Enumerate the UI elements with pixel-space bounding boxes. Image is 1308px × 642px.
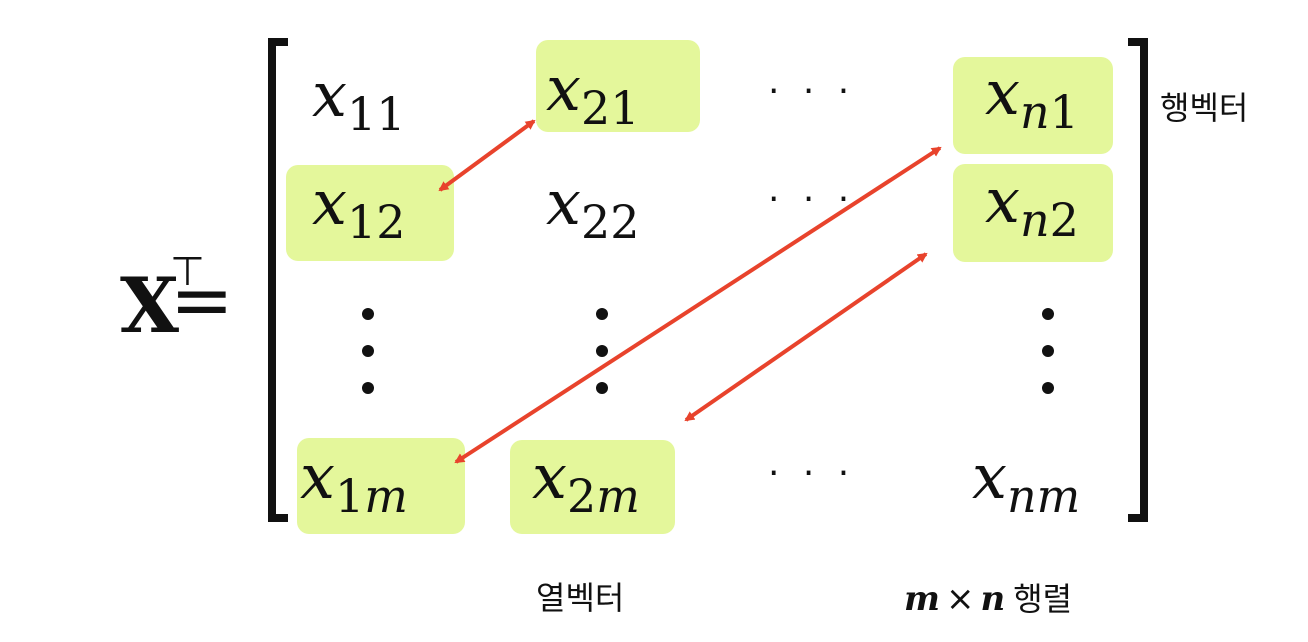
highlight-x21	[536, 40, 700, 132]
matrix-symbol: X	[120, 261, 179, 350]
cell-xn1: xn1	[985, 56, 1079, 139]
cell-xn2: xn2	[985, 164, 1079, 247]
column-vector-label: 열벡터	[536, 579, 625, 617]
left-bracket	[268, 38, 288, 522]
row-vector-label: 행벡터	[1160, 89, 1249, 127]
arrow-x12-x21	[438, 119, 536, 192]
vdots-col1	[362, 308, 376, 419]
highlight-xn2	[953, 164, 1113, 262]
arrow-x2m-xn2	[684, 252, 928, 422]
highlight-xn1	[953, 57, 1113, 154]
equals-sign: =	[170, 255, 234, 344]
cell-x12: x12	[312, 166, 406, 249]
arrow-x1m-xn1	[454, 146, 942, 464]
cell-x11: x11	[312, 58, 406, 141]
transpose-superscript: ⊤	[170, 250, 205, 294]
highlight-x12	[286, 165, 454, 261]
hdots-row1: · · ·	[768, 71, 856, 112]
cell-x21: x21	[546, 52, 640, 135]
vdots-coln	[1042, 308, 1056, 419]
highlight-x1m	[297, 438, 465, 534]
cell-x1m: x1m	[300, 440, 408, 523]
right-bracket	[1128, 38, 1148, 522]
cell-xnm: xnm	[972, 440, 1081, 523]
